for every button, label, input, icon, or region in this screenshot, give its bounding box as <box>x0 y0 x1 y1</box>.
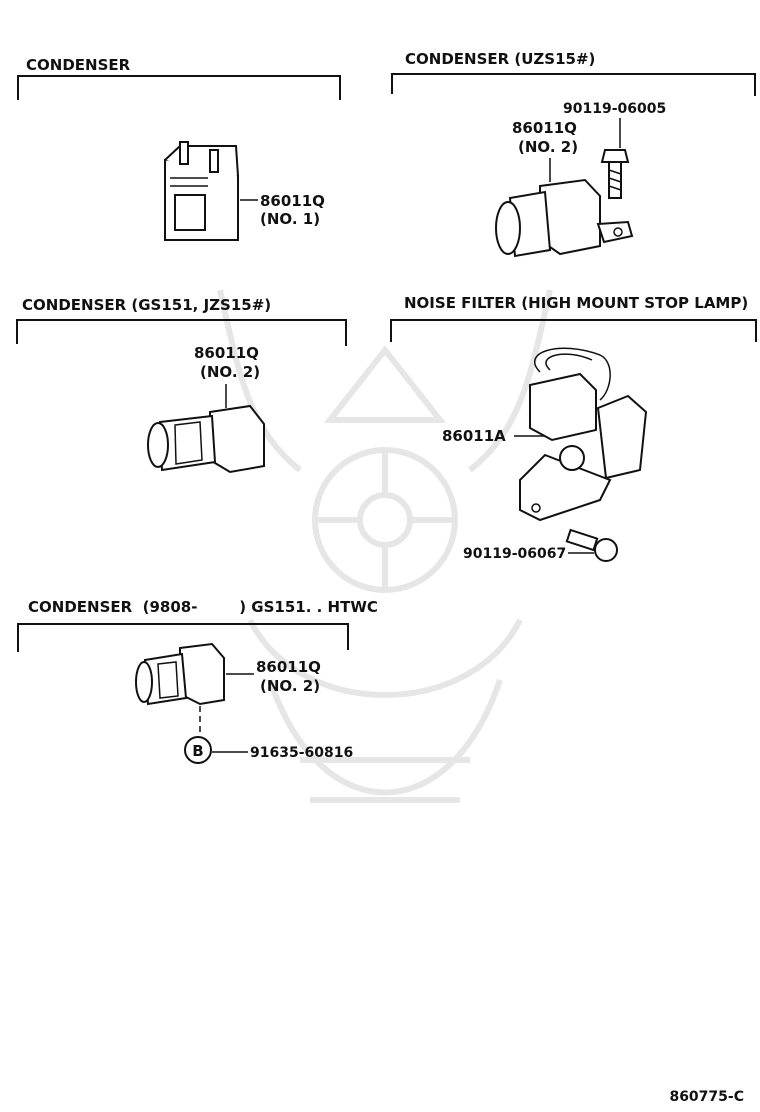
section-bracket <box>17 75 341 100</box>
section-title: CONDENSER (9808- ) GS151. . HTWC <box>28 598 378 616</box>
part-number: 86011A <box>442 427 506 445</box>
section-noise-filter: NOISE FILTER (HIGH MOUNT STOP LAMP) 8601… <box>390 294 757 562</box>
part-number: 91635-60816 <box>250 745 353 761</box>
watermark-emblem <box>217 289 553 803</box>
part-number: 86011Q <box>194 344 259 362</box>
part-variant: (NO. 2) <box>260 677 320 695</box>
bolt-part-number: 90119-06067 <box>463 546 566 562</box>
section-bracket <box>391 73 756 96</box>
part-variant: (NO. 2) <box>200 363 260 381</box>
reference-letter: B <box>192 742 203 760</box>
bolt <box>565 528 618 562</box>
section-title: CONDENSER <box>26 56 131 74</box>
section-bracket <box>17 623 349 652</box>
condenser-no2-part <box>147 404 265 474</box>
part-variant: (NO. 1) <box>260 210 320 228</box>
section-condenser-no1: CONDENSER 86011Q (NO. 1) <box>17 56 341 241</box>
section-title: NOISE FILTER (HIGH MOUNT STOP LAMP) <box>404 294 748 312</box>
section-condenser-gs151: CONDENSER (GS151, JZS15#) 86011Q (NO. 2) <box>16 296 347 474</box>
bolt-part-number: 90119-06005 <box>563 101 666 117</box>
part-number: 86011Q <box>512 119 577 137</box>
condenser-no1-part <box>164 141 239 241</box>
part-number: 86011Q <box>256 658 321 676</box>
part-variant: (NO. 2) <box>518 138 578 156</box>
figure-code: 860775-C <box>669 1089 744 1105</box>
condenser-no2-part <box>135 642 225 706</box>
section-title: CONDENSER (GS151, JZS15#) <box>22 296 271 314</box>
noise-filter-part <box>519 347 648 522</box>
bolt <box>600 149 630 199</box>
section-title: CONDENSER (UZS15#) <box>405 50 595 68</box>
section-condenser-9808: CONDENSER (9808- ) GS151. . HTWC 86011Q … <box>17 598 378 764</box>
reference-circle <box>184 736 212 764</box>
section-condenser-uzs15: CONDENSER (UZS15#) 90119-06005 86011Q (N… <box>391 50 756 258</box>
section-bracket <box>16 319 347 346</box>
part-number: 86011Q <box>260 192 325 210</box>
section-bracket <box>390 319 757 342</box>
condenser-no2-part <box>495 178 634 258</box>
